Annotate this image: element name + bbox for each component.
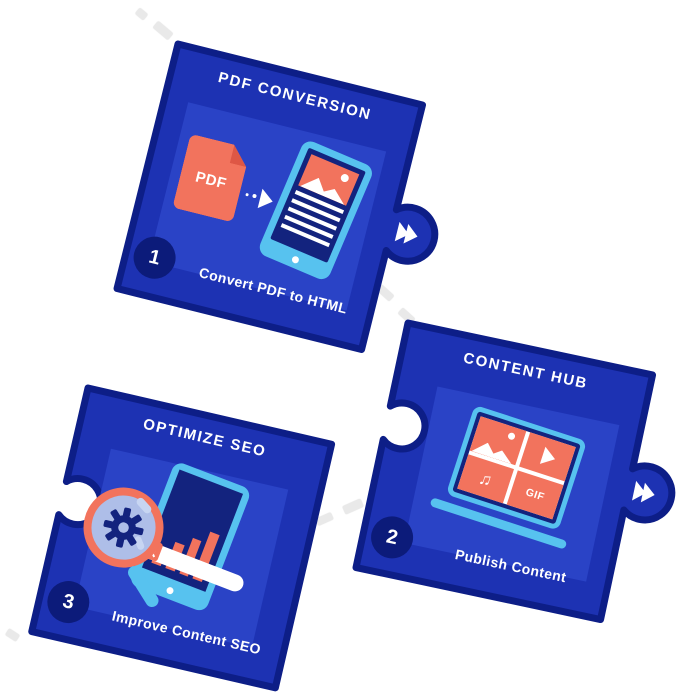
pdf-label: PDF [193, 168, 229, 193]
dashed-connector-segment [134, 7, 149, 21]
gif-label: GIF [524, 486, 547, 504]
magnifier-handle [125, 563, 161, 610]
magnifier-lens [75, 479, 172, 576]
laptop-media-hub-icon: ♫ GIF [427, 401, 599, 557]
pdf-file-icon: PDF [172, 134, 251, 223]
pdf-fold-corner [230, 145, 251, 168]
step-card-content-hub: CONTENT HUB ♫ [352, 319, 676, 624]
gear-icon [103, 507, 144, 548]
arrow-right-icon [243, 185, 277, 212]
fast-forward-icon [632, 480, 657, 505]
music-note-glyph: ♫ [476, 467, 495, 490]
step-card-optimize-seo: OPTIMIZE SEO [28, 384, 336, 692]
home-button-dot [290, 255, 301, 265]
illustration-panel [74, 448, 289, 648]
tablet-html-icon [256, 138, 376, 283]
magnifier-gear-icon [65, 479, 216, 631]
step-card-pdf-conversion: PDF CONVERSION PDF 1 Convert P [113, 40, 439, 353]
tablet-screen [270, 147, 366, 263]
